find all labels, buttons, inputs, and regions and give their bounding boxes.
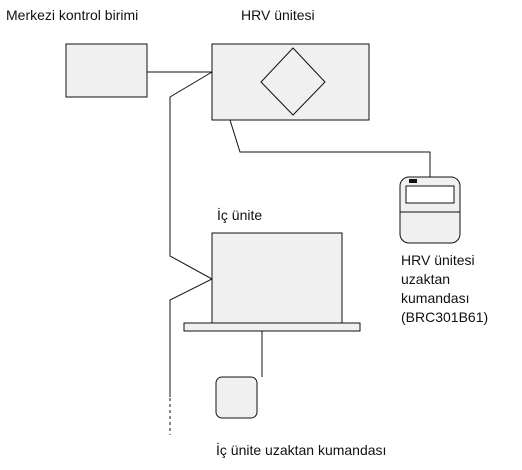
indoor-remote-controller <box>215 376 258 419</box>
hrv-remote-label-model: (BRC301B61) <box>401 309 489 325</box>
indoor-unit-box <box>211 232 343 324</box>
hrv-remote-label-line: HRV ünitesi <box>401 252 475 268</box>
link-hrv-remote <box>229 119 431 177</box>
link-hrv-indoor <box>169 71 214 397</box>
hrv-remote-label-line: kumandası <box>401 290 470 306</box>
hrv-unit-box <box>211 43 370 121</box>
hrv-remote-label-line: uzaktan <box>401 271 451 287</box>
indoor-unit-label: İç ünite <box>217 207 263 223</box>
hrv-remote-screen <box>405 185 455 204</box>
hrv-unit-label: HRV ünitesi <box>241 7 315 23</box>
indoor-unit-panel <box>183 322 361 332</box>
indoor-remote-label: İç ünite uzaktan kumandası <box>216 442 387 458</box>
central-control-label: Merkezi kontrol birimi <box>6 7 139 23</box>
central-control-box <box>65 43 148 98</box>
heat-exchanger-diamond-icon <box>260 47 326 116</box>
hrv-remote-indicator <box>409 179 417 183</box>
hrv-remote-label: HRV ünitesi uzaktan kumandası (BRC301B61… <box>401 251 488 327</box>
